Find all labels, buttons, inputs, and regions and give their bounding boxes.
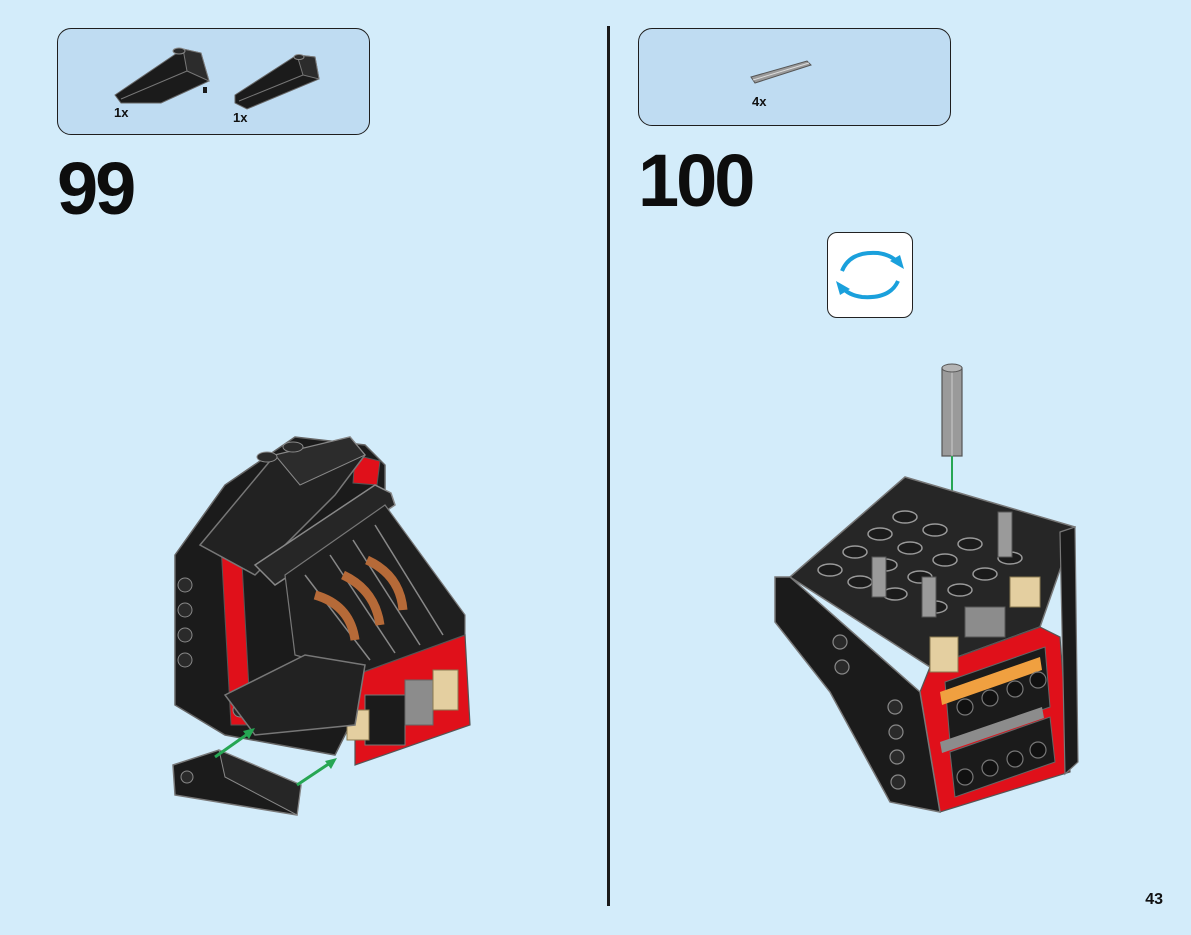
parts-callout-step-99: 1x 1x [57, 28, 370, 135]
page-divider [607, 26, 610, 906]
part-qty-axle: 4x [752, 94, 767, 109]
step-number-100: 100 [638, 139, 755, 222]
rotate-model-icon [827, 232, 913, 318]
wedge-plate-left-icon [114, 47, 210, 104]
axle-part-icon [750, 60, 812, 84]
part-qty-right-wedge: 1x [233, 110, 248, 125]
step-100-model-illustration [774, 363, 1079, 813]
step-number-99: 99 [57, 147, 136, 230]
step-99-model-illustration [172, 436, 471, 816]
part-qty-left-wedge: 1x [114, 105, 129, 120]
page-number: 43 [1145, 891, 1163, 908]
parts-callout-step-100: 4x [638, 28, 951, 126]
wedge-plate-right-icon [234, 54, 320, 110]
